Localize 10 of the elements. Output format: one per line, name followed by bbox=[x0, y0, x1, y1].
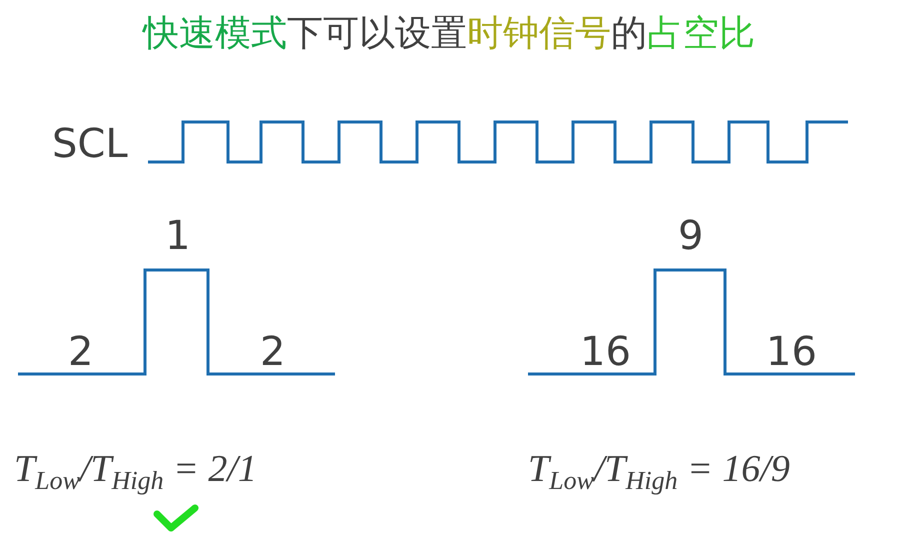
title: 快速模式下可以设置时钟信号的占空比 bbox=[141, 16, 756, 52]
low-count: 16 bbox=[580, 332, 631, 372]
signal-name: SCL bbox=[52, 124, 128, 164]
low-count: 2 bbox=[260, 332, 286, 372]
duty-ratio-formula: T$_{Low}$/T$_{High}$ = 2/1 bbox=[14, 450, 257, 494]
duty-ratio-formula: T$_{Low}$/T$_{High}$ = 16/9 bbox=[528, 450, 790, 494]
high-count: 9 bbox=[678, 216, 704, 256]
high-count: 1 bbox=[165, 216, 190, 256]
low-count: 2 bbox=[68, 332, 94, 372]
low-count: 16 bbox=[766, 332, 817, 372]
